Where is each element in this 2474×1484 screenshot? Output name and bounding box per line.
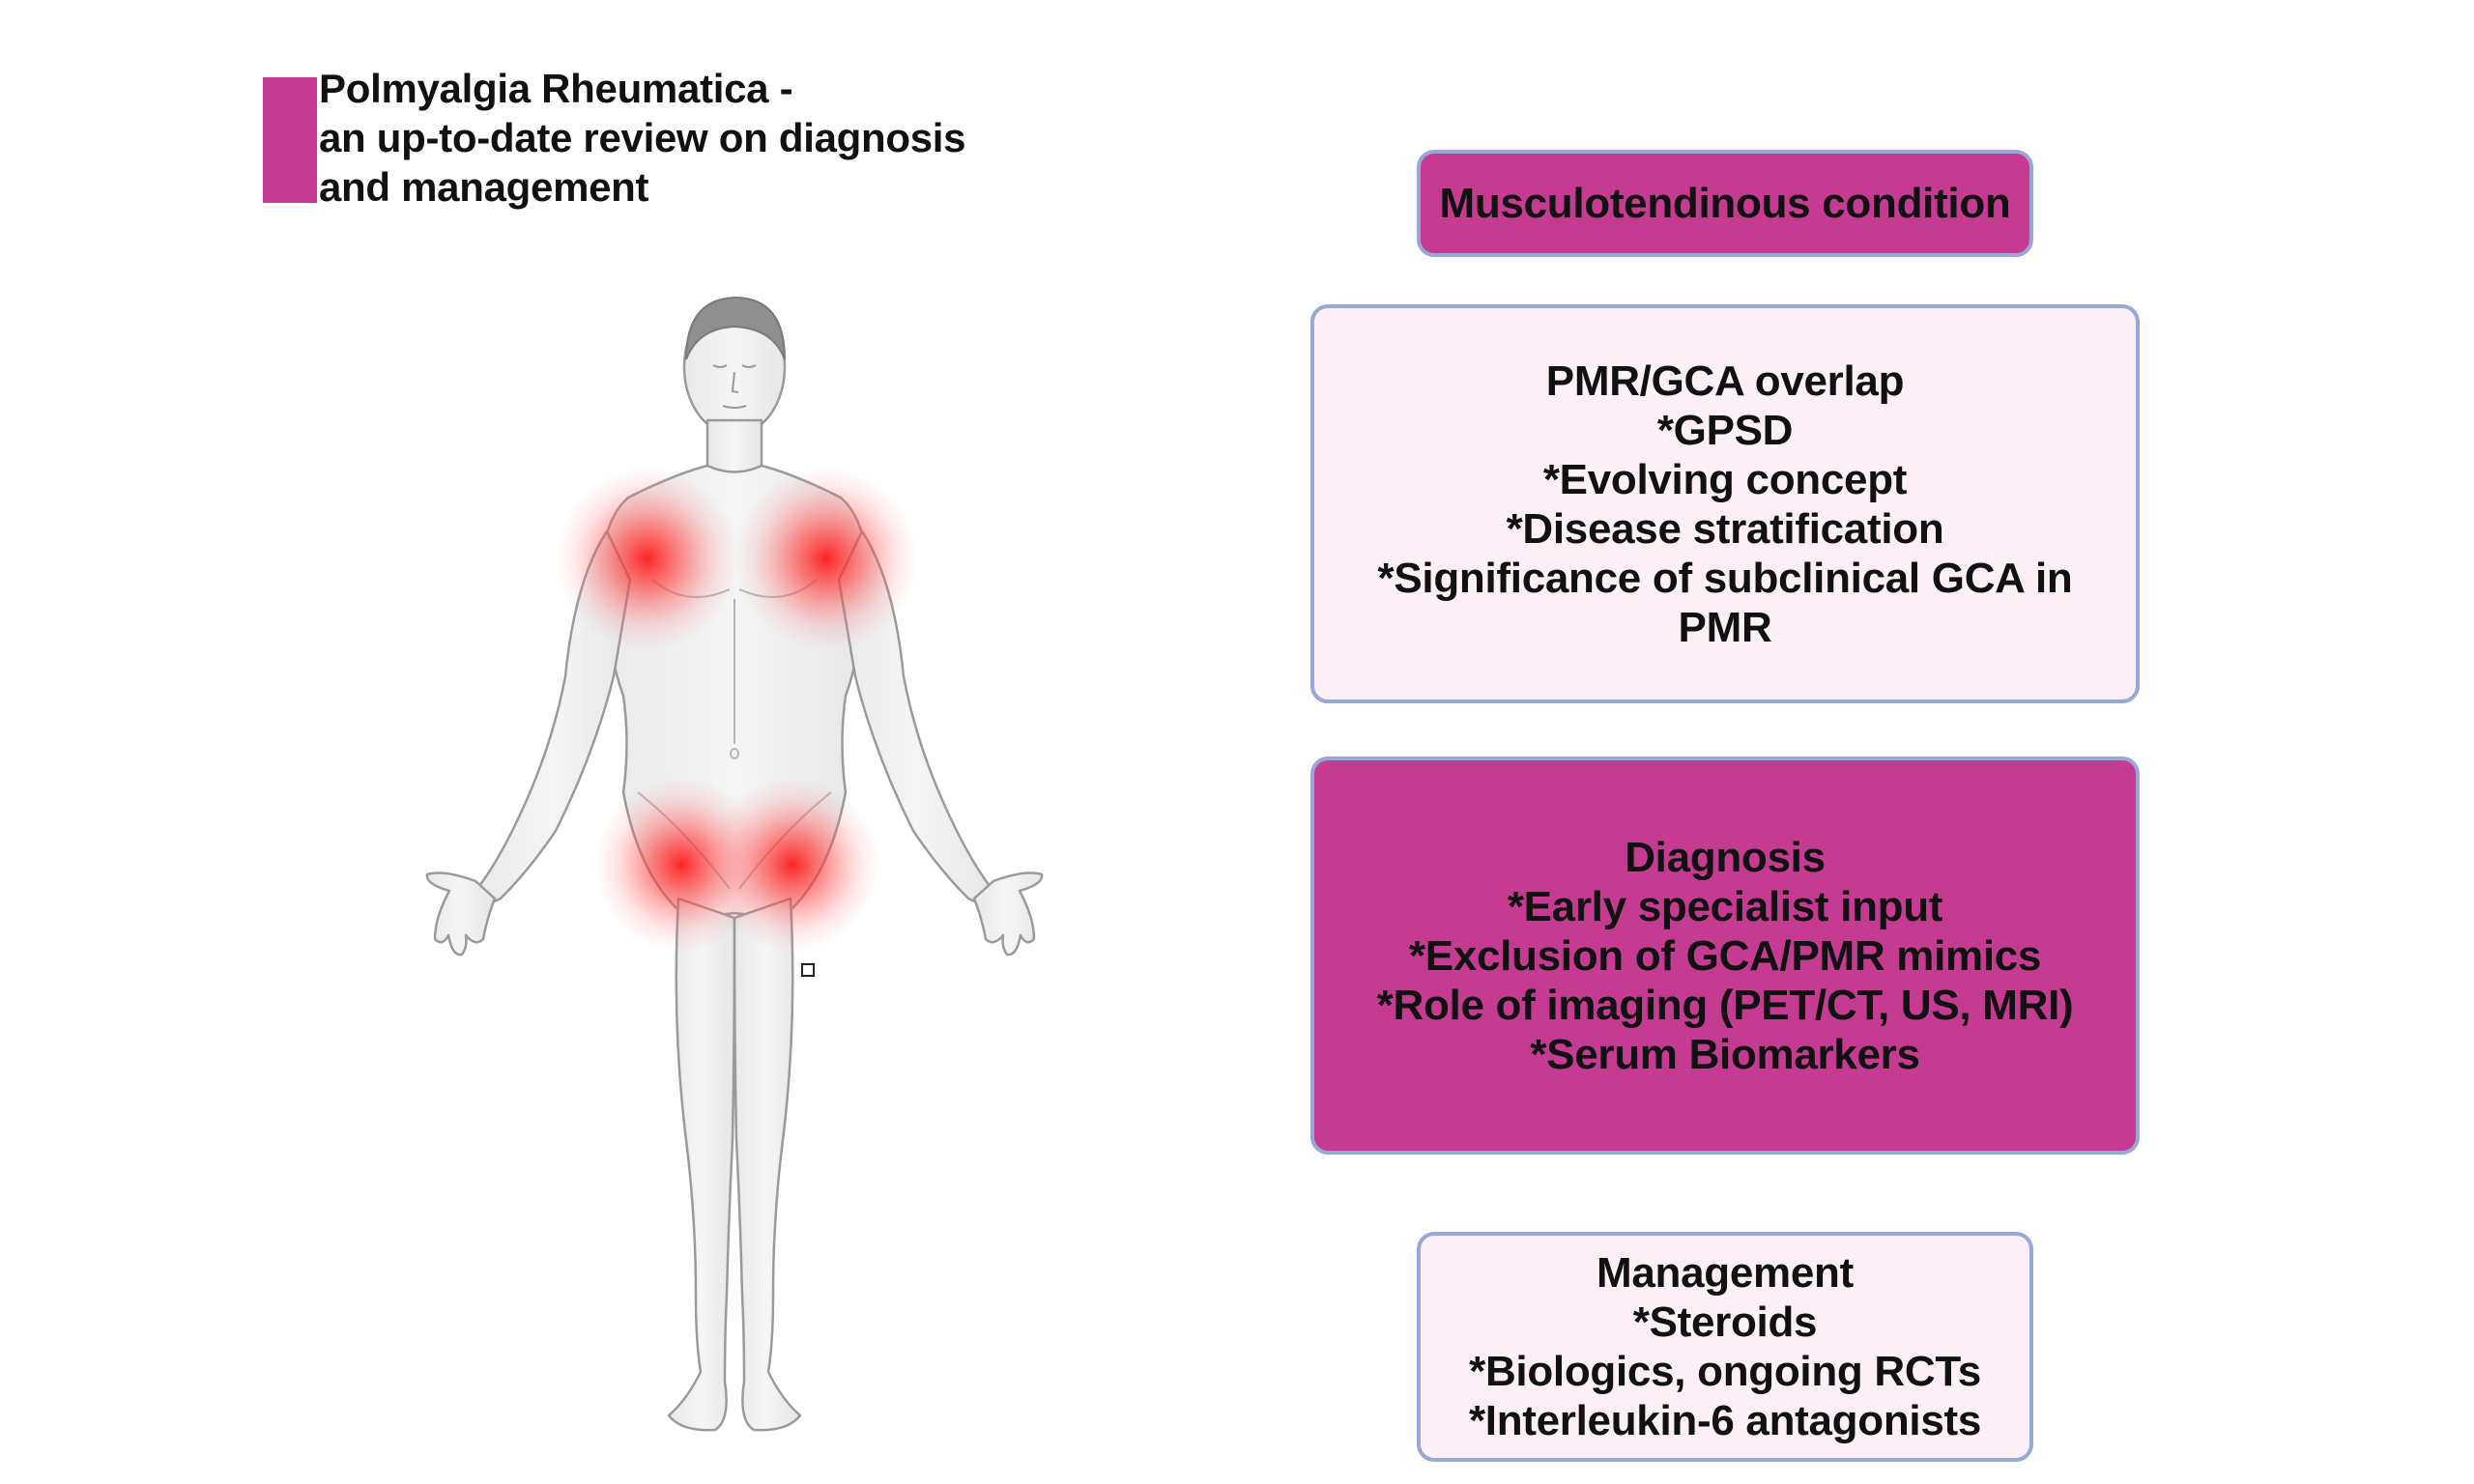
title-line-1: Polmyalgia Rheumatica - <box>319 66 793 111</box>
musculotendinous-heading: Musculotendinous condition <box>1439 180 2011 227</box>
diagnosis-item: *Exclusion of GCA/PMR mimics <box>1408 931 2042 980</box>
management-heading: Management <box>1597 1249 1854 1297</box>
overlap-item: *Disease stratification <box>1506 504 1944 553</box>
musculotendinous-box: Musculotendinous condition <box>1417 150 2033 257</box>
pain-site-right-hip <box>705 778 879 952</box>
pain-site-left-shoulder <box>556 467 739 650</box>
human-body-front-icon <box>425 296 1044 1432</box>
small-square-marker <box>801 963 815 977</box>
face-details <box>712 364 757 409</box>
pmr-gca-overlap-box: PMR/GCA overlap *GPSD *Evolving concept … <box>1310 304 2140 703</box>
title-accent-bar <box>263 77 317 203</box>
management-item: *Steroids <box>1632 1298 1818 1346</box>
diagnosis-item: *Serum Biomarkers <box>1530 1030 1920 1078</box>
overlap-item: *Significance of subclinical GCA in <box>1377 554 2073 602</box>
management-item: *Biologics, ongoing RCTs <box>1469 1348 1981 1395</box>
diagnosis-item: *Role of imaging (PET/CT, US, MRI) <box>1376 981 2074 1029</box>
title-line-3: and management <box>319 164 649 210</box>
page-title: Polmyalgia Rheumatica - an up-to-date re… <box>319 64 965 212</box>
overlap-heading: PMR/GCA overlap <box>1545 357 1905 405</box>
title-line-2: an up-to-date review on diagnosis <box>319 115 966 160</box>
overlap-item: PMR <box>1678 603 1772 651</box>
pain-sites <box>556 467 918 952</box>
diagnosis-box: Diagnosis *Early specialist input *Exclu… <box>1310 756 2140 1155</box>
overlap-item: *Evolving concept <box>1542 455 1908 503</box>
hair <box>685 296 786 360</box>
overlap-item: *GPSD <box>1656 406 1794 454</box>
diagnosis-heading: Diagnosis <box>1625 833 1826 881</box>
management-item: *Interleukin-6 antagonists <box>1468 1397 1982 1444</box>
management-box: Management *Steroids *Biologics, ongoing… <box>1417 1232 2033 1462</box>
diagnosis-item: *Early specialist input <box>1507 882 1943 930</box>
pain-site-right-shoulder <box>734 467 918 650</box>
